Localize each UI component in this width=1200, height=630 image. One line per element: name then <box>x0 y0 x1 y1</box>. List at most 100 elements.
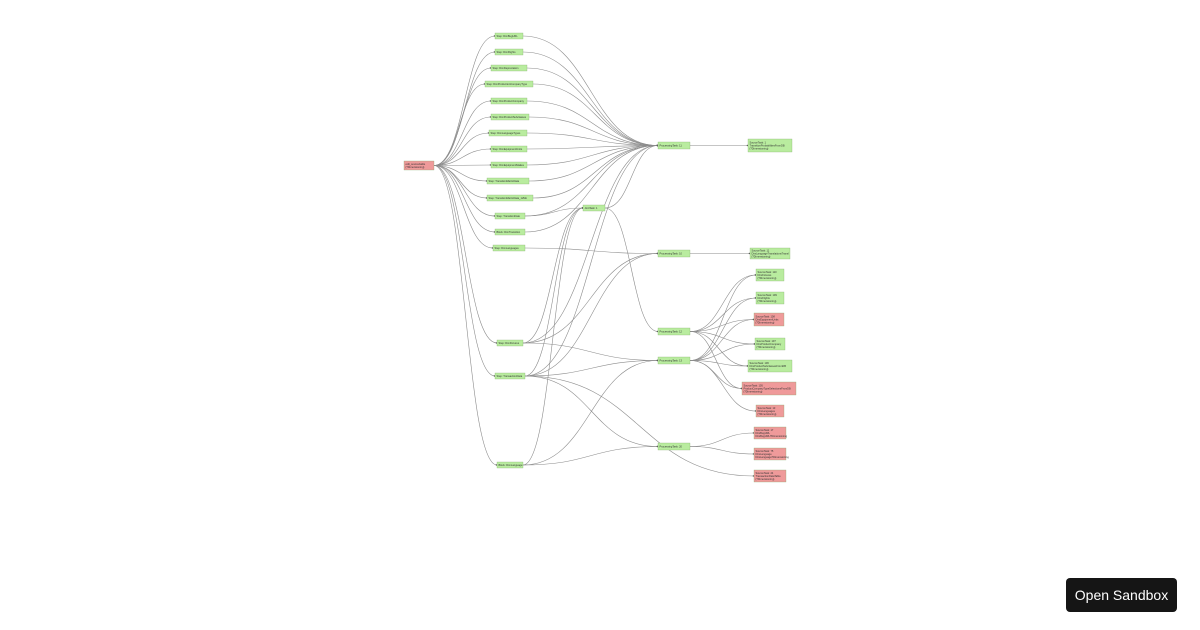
node-box[interactable] <box>494 32 524 40</box>
node-box[interactable] <box>657 356 691 365</box>
graph-node-p20[interactable]: ProcessingTask: 20 <box>657 442 691 451</box>
graph-node-o11[interactable]: SourceTask: 75DimLanguageDimLanguage?Dim… <box>753 447 789 461</box>
node-label: ProcessingTask: 13 <box>660 358 683 362</box>
node-box[interactable] <box>484 80 534 88</box>
node-box[interactable] <box>494 372 526 380</box>
node-box[interactable] <box>657 442 691 451</box>
edge-arrowhead <box>495 342 498 344</box>
node-box[interactable] <box>755 404 785 418</box>
node-box[interactable] <box>486 177 530 185</box>
graph-node-p13[interactable]: ProcessingTask: 13 <box>657 356 691 365</box>
node-label: Step: DimBugURL <box>497 34 519 38</box>
graph-node-s6[interactable]: Step: DimProductSubclasses <box>490 113 530 121</box>
edge-p20-o10 <box>689 432 755 447</box>
graph-node-s1[interactable]: Step: DimBugURL <box>494 32 524 40</box>
node-box[interactable] <box>486 194 534 202</box>
node-box[interactable] <box>490 113 530 121</box>
graph-node-s8[interactable]: Step: DimEquipmentUnits <box>490 145 528 153</box>
graph-node-o7[interactable]: SourceTask: 106DimProductSubclassesFromD… <box>747 359 793 373</box>
node-box[interactable] <box>403 160 435 171</box>
graph-node-s3[interactable]: Step: DimDepreciation <box>490 64 528 72</box>
node-box[interactable] <box>657 249 691 258</box>
node-box[interactable] <box>490 145 528 153</box>
edge-p12-o8 <box>689 331 743 389</box>
open-sandbox-button[interactable]: Open Sandbox <box>1066 578 1177 612</box>
node-box[interactable] <box>755 268 785 282</box>
graph-node-s5[interactable]: Step: DimProductCompany <box>490 97 528 105</box>
node-box[interactable] <box>755 291 785 305</box>
edge-arrowhead <box>752 318 755 321</box>
node-label: DimBugURL?Dimensioning <box>756 434 788 438</box>
edge-arrowhead <box>754 410 757 412</box>
node-label: {?Dimensioning} <box>744 389 763 393</box>
graph-node-o1[interactable]: SourceTask: 1TransitionProbabilitiesFrom… <box>747 138 793 153</box>
edge-s16-p10 <box>524 253 659 377</box>
edge-arrowhead <box>752 453 755 455</box>
edge-s6-p11 <box>528 116 659 146</box>
node-label: DimLanguages <box>758 409 776 413</box>
graph-node-o9[interactable]: SourceTask: 13DimLanguages{?Dimensioning… <box>755 404 785 418</box>
graph-node-o10[interactable]: SourceTask: 17DimBugURLDimBugURL?Dimensi… <box>753 426 788 440</box>
graph-node-p10[interactable]: ProcessingTask: 10 <box>657 249 691 258</box>
graph-node-o8[interactable]: SourceTask: 105ProductCompanyTypeSelecti… <box>741 381 797 396</box>
node-box[interactable] <box>496 461 524 469</box>
node-label: Step: TransactionData <box>497 374 523 378</box>
graph-node-o6[interactable]: SourceTask: 107DimProductCompany{?Dimens… <box>754 337 786 351</box>
graph-node-s2[interactable]: Step: DimFlights <box>494 48 524 56</box>
node-box[interactable] <box>753 426 787 440</box>
node-box[interactable] <box>753 312 785 327</box>
edge-p13-o3 <box>689 274 757 361</box>
graph-node-s11[interactable]: Step: TransitionMatrixData_12Mo <box>486 194 534 202</box>
graph-node-p11[interactable]: ProcessingTask: 11 <box>657 141 691 150</box>
node-box[interactable] <box>494 212 526 220</box>
graph-node-s4[interactable]: Step: DimProductionCompanyType <box>484 80 534 88</box>
node-box[interactable] <box>741 381 797 396</box>
edge-s11-p11 <box>532 145 659 199</box>
node-label: ProcessingTask: 11 <box>660 143 683 147</box>
node-box[interactable] <box>657 141 691 150</box>
edge-p12-o3 <box>689 274 757 332</box>
node-box[interactable] <box>490 97 528 105</box>
node-box[interactable] <box>490 161 528 169</box>
edge-root-s1 <box>433 35 496 166</box>
graph-node-o12[interactable]: SourceTask: 24TransactionDataTable{?Dime… <box>753 469 787 483</box>
graph-node-s13[interactable]: Block: DimTransition <box>494 228 526 236</box>
edge-arrowhead <box>656 330 659 333</box>
node-box[interactable] <box>492 244 526 252</box>
graph-node-s12[interactable]: Step: TransitionDate <box>494 212 526 220</box>
graph-node-root[interactable]: edit_source/table{?Dimensioning} <box>403 160 435 171</box>
node-label: SourceTask: 109 <box>758 293 778 297</box>
graph-node-o2[interactable]: SourceTask: 11DimLanguageTranslationsTra… <box>749 247 791 260</box>
graph-node-o5[interactable]: SourceTask: 108DimEquipmentUnits{?Dimens… <box>753 312 785 327</box>
graph-edges <box>433 35 757 477</box>
node-label: TransactionDataTable <box>756 474 782 478</box>
node-box[interactable] <box>747 138 793 153</box>
graph-node-s10[interactable]: Step: TransitionMatrixData <box>486 177 530 185</box>
node-box[interactable] <box>749 247 791 260</box>
node-box[interactable] <box>494 48 524 56</box>
node-box[interactable] <box>582 204 606 212</box>
node-box[interactable] <box>657 327 691 336</box>
graph-node-s16[interactable]: Step: TransactionData <box>494 372 526 380</box>
node-box[interactable] <box>488 129 528 137</box>
graph-node-s14[interactable]: Step: DimLanguages <box>492 244 526 252</box>
node-box[interactable] <box>494 228 526 236</box>
node-label: edit_source/table <box>406 162 426 166</box>
node-box[interactable] <box>753 469 787 483</box>
graph-node-o3[interactable]: SourceTask: 110DimFixtures{?Dimensioning… <box>755 268 785 282</box>
node-box[interactable] <box>753 447 787 461</box>
graph-node-s7[interactable]: Step: DimLanguageTypes <box>488 129 528 137</box>
node-label: Step: DimFlights <box>497 50 517 54</box>
node-box[interactable] <box>496 339 524 347</box>
graph-node-jt[interactable]: JoinTask: 1 <box>582 204 606 212</box>
node-box[interactable] <box>490 64 528 72</box>
graph-node-s15[interactable]: Step: DimFixtures <box>496 339 524 347</box>
graph-node-p12[interactable]: ProcessingTask: 12 <box>657 327 691 336</box>
node-box[interactable] <box>747 359 793 373</box>
graph-node-s9[interactable]: Step: DimEquipmentMakes <box>490 161 528 169</box>
graph-node-s17[interactable]: Block: DimLanguage <box>496 461 524 469</box>
node-box[interactable] <box>754 337 786 351</box>
edge-s16-o12 <box>524 375 755 477</box>
node-label: DimLanguage <box>756 452 773 456</box>
